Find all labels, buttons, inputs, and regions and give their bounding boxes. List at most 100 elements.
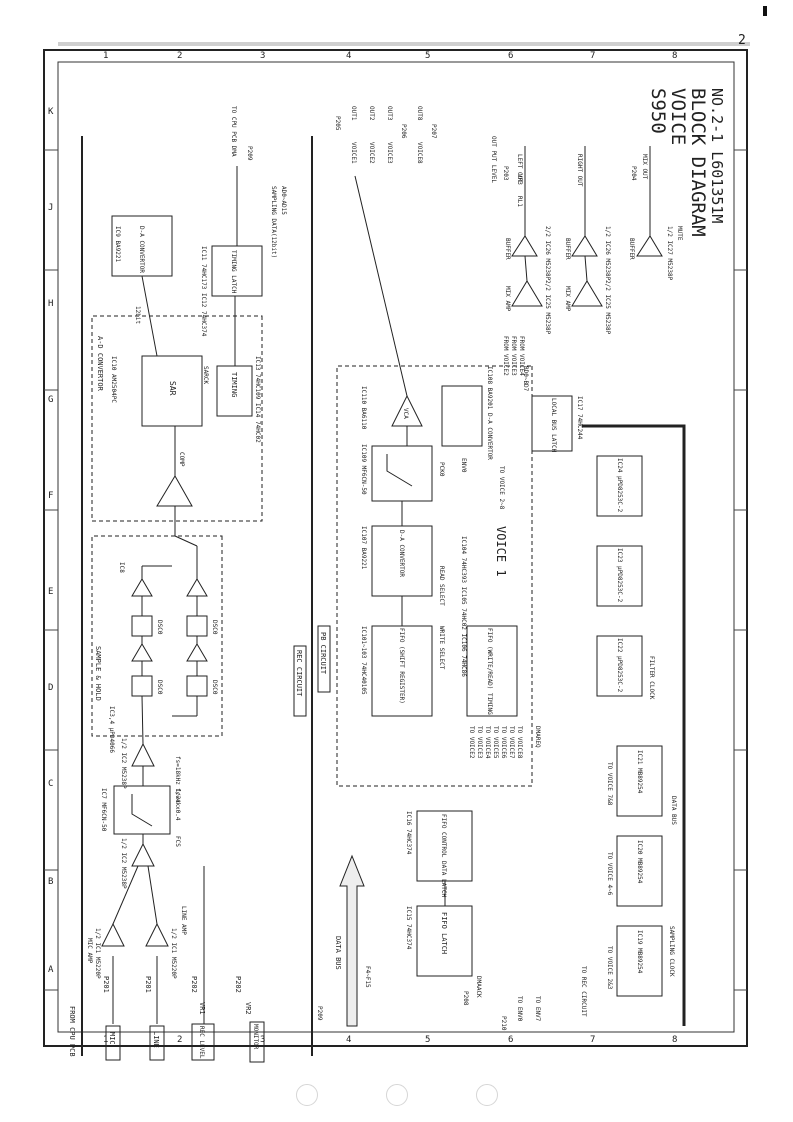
lpf-ic: IC7 MF6CN-50: [100, 788, 107, 832]
mix-ic-l-label: 2/2 IC25 M5238P: [544, 280, 551, 335]
p209-top-label: P209: [246, 146, 253, 161]
to-voice-group-1: TO VOICE 2&3: [606, 946, 613, 990]
col-label-3: 3: [260, 51, 265, 61]
filter-clock-label: FILTER CLOCK: [648, 656, 655, 700]
ic2-label: 1/2 IC2 M5238P: [120, 838, 127, 889]
ic10-label: IC10 AM2504PC: [110, 356, 117, 403]
sarck-label: SARCK: [202, 366, 209, 384]
to-voice-group-3: TO VOICE 7&8: [606, 762, 613, 806]
sh-amp-3: [187, 644, 207, 661]
dac-feedback-label: D-A CONVERTOR: [138, 226, 145, 273]
fifo-timing-ic: IC104 74HC393 IC105 74HC02 IC106 74HC86: [460, 536, 467, 677]
read-select-label: READ SELECT: [438, 566, 445, 606]
dmareq-label: DMAREQ: [534, 726, 541, 748]
p206-label: P206: [400, 124, 407, 139]
timing-ic-label: IC13 74HC109 IC14 74HC02: [254, 356, 261, 443]
comparator: [157, 476, 192, 506]
buffer-left: [512, 236, 537, 256]
fifo-latch-label: FIFO LATCH: [440, 912, 448, 954]
row-label-e: E: [48, 587, 53, 597]
row-label-c: C: [48, 779, 53, 789]
row-label-h: H: [48, 299, 53, 309]
buffer-r-label: BUFFER: [564, 238, 571, 260]
sh-switch-4: [187, 616, 207, 636]
local-latch-label: LOCAL BUS LATCH: [550, 398, 557, 453]
to-voice-item-2: TO VOICE2: [468, 726, 475, 759]
row-label-k: K: [48, 107, 54, 117]
timer-ic23-label: IC23 µPD8253C-2: [616, 548, 623, 603]
mix-ic-r-label: 2/2 IC25 M5238P: [604, 280, 611, 335]
punch-hole-2: [386, 1084, 408, 1106]
output-section: MIX AMP 2/2 IC25 M5238P MIX AMP 2/2 IC25…: [490, 136, 683, 376]
col-label-6: 6: [508, 51, 513, 61]
col-label-6-bottom: 6: [508, 1035, 513, 1045]
to-voice-list: TO VOICE2 TO VOICE3 TO VOICE4 TO VOICE5 …: [468, 726, 523, 759]
sh-switch-2: [132, 616, 152, 636]
ic109-label: IC109 MF6CN-50: [360, 444, 367, 495]
timer-row-b: IC24 µPD8253C-2 IC23 µPD8253C-2 IC22 µPD…: [597, 456, 655, 700]
ic8-label: IC8: [118, 562, 125, 573]
right-out-label: RIGHT OUT: [576, 154, 583, 187]
to-voice-item-6: TO VOICE6: [500, 726, 507, 759]
from-voice-item-3: FROM VOICE3: [510, 336, 517, 376]
mix-amp-left: [512, 281, 542, 306]
sheet-tag: 2: [738, 33, 746, 48]
timing-latch-ic: IC11 74HC173 IC12 74HC374: [200, 246, 207, 337]
col-label-5: 5: [425, 51, 430, 61]
rl1-label: RL1: [516, 196, 523, 207]
timer-ic21-label: IC21 MB89254: [636, 750, 643, 794]
line-label: LINE: [152, 1031, 160, 1048]
col-label-2-bottom: 2: [177, 1035, 182, 1045]
p210-label: P210: [500, 1016, 507, 1031]
data-bus-label-2: DATA BUS: [670, 796, 677, 825]
lpf-block: [114, 786, 170, 834]
inner-frame: [58, 62, 734, 1032]
col-label-4-bottom: 4: [346, 1035, 351, 1045]
p208-label: P208: [462, 991, 469, 1006]
mic-label: MIC: [108, 1032, 116, 1045]
voice-out-2: OUT2: [368, 106, 375, 121]
buffer-right: [572, 236, 597, 256]
lpf2-curve: [387, 454, 412, 486]
pb-circuit-label: PB CIRCUIT: [319, 632, 327, 675]
sar-label: SAR: [168, 381, 177, 396]
wire-mixl: [525, 256, 527, 281]
p209-label: P209: [316, 1006, 323, 1021]
dsc0-label-1: DSC0: [156, 680, 163, 695]
row-label-f: F: [48, 491, 53, 501]
data-bus-label: DATA BUS: [334, 936, 342, 970]
dsc0-label-4: DSC0: [211, 620, 218, 635]
mic-amp-ic: 1/2 IC1 M5220P: [94, 928, 101, 979]
dsc0-label-2: DSC0: [156, 620, 163, 635]
fifo-ctrl-label: FIFO CONTROL DATA LATCH: [440, 814, 447, 897]
to-rec-label: TO REC CIRCUIT: [580, 966, 587, 1017]
timing-latch-label: TIMING LATCH: [230, 250, 237, 294]
vr1-label: VR1: [198, 1002, 206, 1015]
vca-label: VCA: [402, 408, 409, 419]
adc-title: A-D CONVERTOR: [96, 336, 104, 392]
buffer-mix: [637, 236, 662, 256]
to-cpu-label: TO CPU PCB DMA: [230, 106, 237, 157]
diagram-body: S950 VOICE BLOCK DIAGRAM NO.2-1 L601351M…: [68, 88, 726, 1062]
rec-circuit-label: REC CIRCUIT: [295, 650, 303, 697]
timer-ic22-label: IC22 µPD8253C-2: [616, 638, 623, 693]
sampling-data-label: SAMPLING DATA(12bit): [270, 186, 277, 258]
line-amp-triangle: [146, 924, 168, 946]
title-line1: VOICE: [667, 88, 689, 145]
voice-da-ic: IC107 BA9221: [360, 526, 367, 570]
input-section: MIC LINE REC LEVEL MONITOR VR1 VR2 P201 …: [102, 866, 264, 1062]
from-voice-item-4: FROM VOICE4: [518, 336, 525, 376]
mix-amp-r-label: MIX AMP: [564, 286, 571, 312]
ic108-label: IC108 BA9201 D-A CONVERTOR: [486, 366, 493, 460]
local-latch-ic: IC17 74HC244: [576, 396, 583, 440]
voice-out-1: OUT1: [350, 106, 357, 121]
sampling-data-bus: AD0~AD15: [280, 186, 287, 215]
dmaack-label: DMAACK: [475, 976, 482, 998]
sh-stages: DSC0 DSC0 DSC0 DSC0 IC8: [118, 546, 218, 744]
voice-label-2: VOICE2: [368, 142, 375, 164]
left-out-label: LEFT OUT: [516, 154, 523, 183]
ic108-block: [442, 386, 482, 446]
voice-out-8: OUT8: [416, 106, 423, 121]
voice-label-8: VOICE8: [416, 142, 423, 164]
